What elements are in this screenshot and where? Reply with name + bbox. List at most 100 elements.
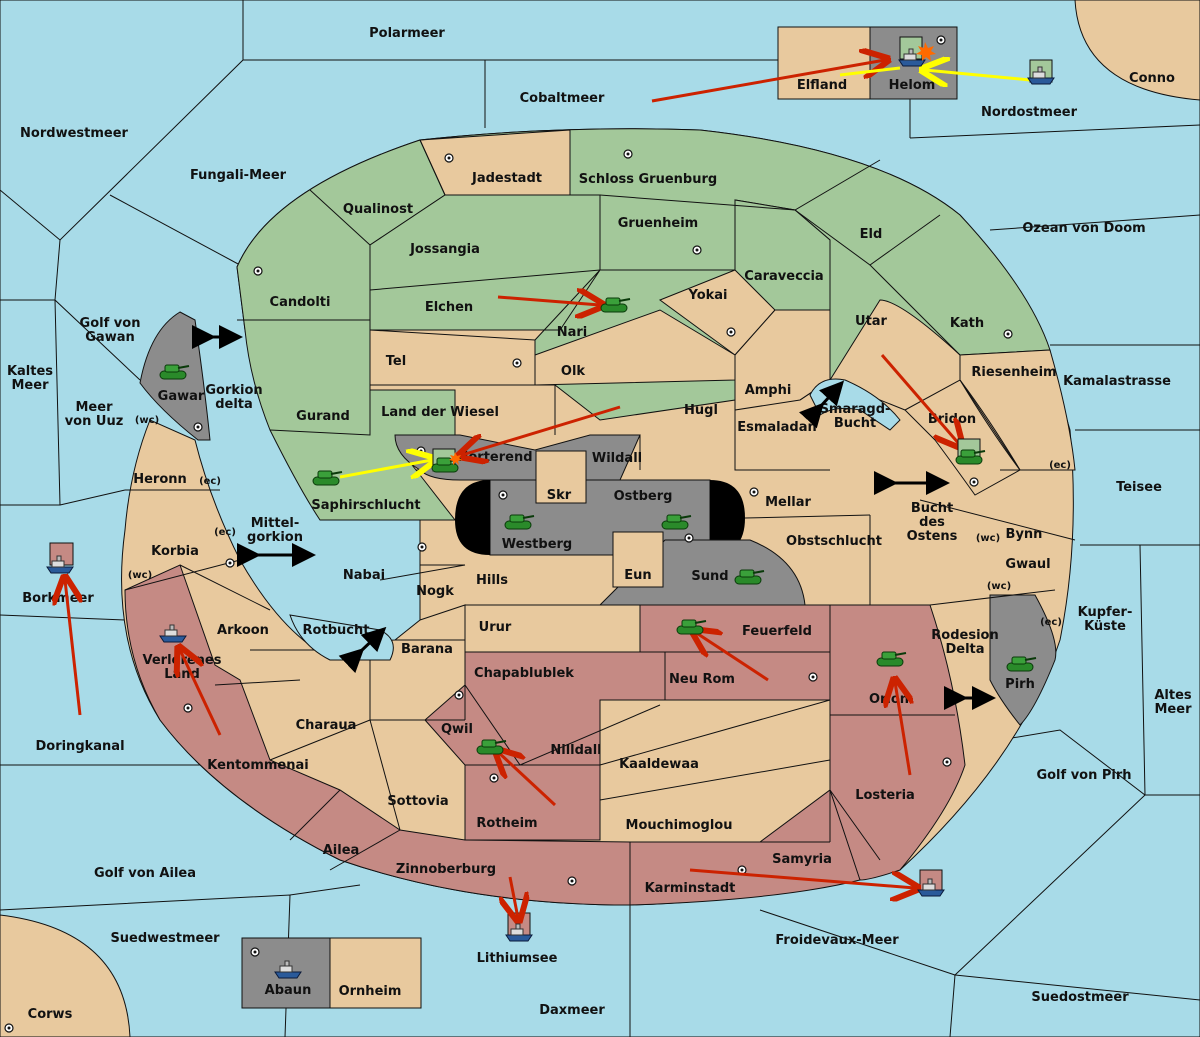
order-arrow [925,70,1031,80]
province-rotheim[interactable] [464,764,601,841]
label-riesenheim: Riesenheim [971,365,1056,380]
label-saphir: Saphirschlucht [311,498,420,513]
label-teisee: Teisee [1116,480,1162,495]
label-smaragd2: Bucht [834,416,876,431]
province-karminstadt[interactable] [629,789,861,906]
label-abaun: Abaun [265,983,312,998]
label-daxmeer: Daxmeer [539,1003,605,1018]
label-hugl: Hugl [684,403,718,418]
label-amphi: Amphi [745,383,792,398]
label-yokai: Yokai [687,288,727,303]
supply-center-icon [253,266,263,276]
label-altes1: Altes [1154,688,1192,703]
label-gurand: Gurand [296,409,350,424]
supply-center-icon [512,358,522,368]
order-arrow [839,66,901,77]
supply-center-icon [225,558,235,568]
label-altes2: Meer [1155,702,1193,717]
province-skr[interactable] [535,450,587,504]
supply-center-icon [567,876,577,886]
label-fungali: Fungali-Meer [190,168,287,183]
label-bucht2: des [919,515,945,530]
label-jadestadt: Jadestadt [471,171,542,186]
supply-center-icon [250,947,260,957]
label-cobaltmeer: Cobaltmeer [520,91,605,106]
label-bucht3: Ostens [907,529,958,544]
supply-center-icon [193,422,203,432]
order-arrow [497,297,600,305]
label-nordwestmeer: Nordwestmeer [20,126,128,141]
label-wildall: Wildall [592,451,642,466]
label-karmin: Karminstadt [645,881,736,896]
label-elchen: Elchen [425,300,473,315]
label-candolti: Candolti [270,295,331,310]
label-nari: Nari [557,325,588,340]
label-rodesion2: Delta [945,642,984,657]
order-arrow [498,752,557,807]
label-nabai: Nabai [343,568,385,583]
label-helom: Helom [889,78,936,93]
label-suedwest: Suedwestmeer [110,931,220,946]
supply-center-icon [498,490,508,500]
province-corws[interactable] [0,914,131,1037]
province-elfland[interactable] [777,26,871,100]
label-rodesion1: Rodesion [931,628,998,643]
label-mouchi: Mouchimoglou [626,818,733,833]
label-gorkion1: Gorkion [205,383,262,398]
supply-center-icon [417,542,427,552]
dislodged-burst-icon [916,42,936,61]
label-pirh-ec: (ec) [1040,617,1062,628]
label-barana: Barana [401,642,453,657]
province-eun[interactable] [612,531,664,588]
label-kaltes1: Kaltes [7,364,53,379]
order-arrow [339,460,432,477]
label-ostberg: Ostberg [614,489,673,504]
westberg-cap [455,480,490,555]
label-corws: Corws [28,1007,73,1022]
label-conno: Conno [1129,71,1175,86]
label-westberg: Westberg [502,537,572,552]
label-smaragd1: Smaragd- [820,402,891,417]
supply-center-icon [489,773,499,783]
label-ailea: Ailea [323,843,360,858]
label-bynn-wc: (wc) [976,533,1000,544]
order-arrow [895,682,910,776]
supply-center-icon [623,149,633,159]
supply-center-icon [749,487,759,497]
supply-center-icon [969,477,979,487]
order-arrow [462,405,621,455]
units [46,36,1055,979]
label-heronn: Heronn [133,472,187,487]
order-arrow [651,60,885,103]
label-schloss: Schloss Gruenburg [579,172,717,187]
supply-center-icon [416,446,426,456]
label-samyria: Samyria [772,852,832,867]
label-mittel1: Mittel- [251,516,300,531]
label-borkmeer: Borkmeer [22,591,94,606]
double-arrow-icon [799,380,845,429]
label-landwiesel: Land der Wiesel [381,405,499,420]
order-arrow [695,632,769,682]
ostberg-cap [710,480,745,555]
label-bynn: Bynn [1006,527,1043,542]
label-bridon-ec: (ec) [1049,460,1071,471]
label-neurom: Neu Rom [669,672,735,687]
label-pirh: Pirh [1005,677,1035,692]
region-red-sw[interactable] [124,564,631,906]
label-qualinost: Qualinost [343,202,413,217]
label-golfailea: Golf von Ailea [94,866,196,881]
province-ornheim[interactable] [329,937,422,1009]
label-bucht1: Bucht [911,501,953,516]
label-tel: Tel [386,354,406,369]
label-golfpirh: Golf von Pirh [1036,768,1131,783]
label-qwil: Qwil [441,722,473,737]
label-skr: Skr [547,488,572,503]
label-utar: Utar [855,314,888,329]
label-hills: Hills [476,573,508,588]
region-red-east[interactable] [829,604,966,881]
label-arkoon: Arkoon [217,623,269,638]
label-orlon: Orlon [869,692,909,707]
